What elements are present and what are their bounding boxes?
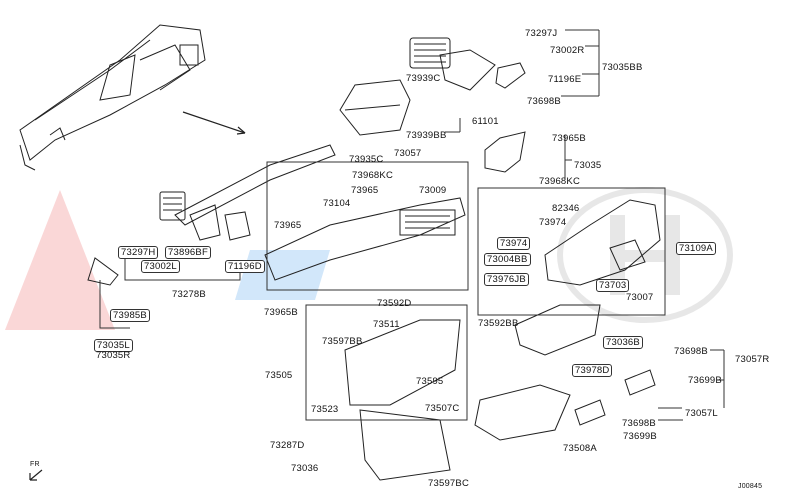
part-number-label[interactable]: 73002L [141, 260, 180, 273]
front-direction-arrow [29, 469, 43, 481]
part-number-label[interactable]: 73985B [110, 309, 150, 322]
right-lower-panel-drawing [514, 199, 661, 356]
part-number-label[interactable]: 73002R [550, 45, 585, 56]
part-number-label[interactable]: 73935C [349, 154, 384, 165]
part-number-label[interactable]: 73036 [291, 463, 319, 474]
part-number-label[interactable]: 73699B [623, 431, 657, 442]
part-number-label[interactable]: 73057L [685, 408, 718, 419]
part-number-label[interactable]: 73965 [274, 220, 302, 231]
document-code: J00845 [738, 483, 763, 490]
part-number-label[interactable]: 73595 [416, 376, 444, 387]
part-number-label[interactable]: 73974 [539, 217, 567, 228]
part-number-label[interactable]: 73007 [626, 292, 654, 303]
part-number-label[interactable]: 73057R [735, 354, 770, 365]
part-number-label[interactable]: 73965B [552, 133, 586, 144]
part-number-label[interactable]: 73698B [622, 418, 656, 429]
direction-label: FR [30, 461, 40, 468]
part-number-label[interactable]: 73939BB [406, 130, 447, 141]
part-number-label[interactable]: 73508A [563, 443, 597, 454]
part-number-label[interactable]: 73004BB [484, 253, 531, 266]
center-vent-drawing [409, 37, 526, 91]
part-number-label[interactable]: 73035 [574, 160, 602, 171]
part-number-label[interactable]: 82346 [552, 203, 580, 214]
part-number-label[interactable]: 73968KC [539, 176, 581, 187]
part-number-label[interactable]: 73965 [351, 185, 379, 196]
part-number-label[interactable]: 73896BF [165, 246, 211, 259]
part-number-label[interactable]: 73035BB [602, 62, 643, 73]
part-number-label[interactable]: 73939C [406, 73, 441, 84]
part-number-label[interactable]: 73505 [265, 370, 293, 381]
part-number-label[interactable]: 73036B [603, 336, 643, 349]
side-bracket-drawing [574, 369, 656, 426]
part-number-label[interactable]: 73109A [676, 242, 716, 255]
part-number-label[interactable]: 73978D [572, 364, 613, 377]
part-number-label[interactable]: 73009 [419, 185, 447, 196]
part-number-label[interactable]: 73968KC [352, 170, 394, 181]
left-vent-drawing [159, 191, 251, 241]
left-end-cap-drawing [87, 257, 119, 286]
part-number-label[interactable]: 71196E [548, 74, 582, 85]
part-number-label[interactable]: 73287D [270, 440, 305, 451]
part-number-label[interactable]: 73592BB [478, 318, 519, 329]
group-brackets [99, 29, 725, 421]
part-number-label[interactable]: 73698B [674, 346, 708, 357]
overview-arrow [182, 111, 246, 134]
part-number-label[interactable]: 73698B [527, 96, 561, 107]
part-number-label[interactable]: 73699B [688, 375, 722, 386]
part-number-label[interactable]: 73507C [425, 403, 460, 414]
part-number-label[interactable]: 61101 [472, 116, 499, 127]
part-number-label[interactable]: 73523 [311, 404, 339, 415]
part-number-label[interactable]: 73974 [497, 237, 531, 250]
part-number-label[interactable]: 73592D [377, 298, 412, 309]
right-vent-drawing [484, 131, 526, 173]
part-number-label[interactable]: 73511 [373, 319, 400, 330]
part-number-label[interactable]: 73057 [394, 148, 422, 159]
part-number-label[interactable]: 73035R [96, 350, 131, 361]
part-number-label[interactable]: 73703 [596, 279, 630, 292]
dashboard-overview-drawing [19, 24, 206, 171]
part-number-label[interactable]: 73976JB [484, 273, 529, 286]
main-panel-drawing [174, 144, 466, 281]
part-number-label[interactable]: 73965B [264, 307, 298, 318]
meter-hood-drawing [339, 79, 411, 136]
glove-box-drawing [344, 319, 571, 481]
part-number-label[interactable]: 73597BC [428, 478, 470, 489]
part-number-label[interactable]: 73597BB [322, 336, 363, 347]
part-number-label[interactable]: 73035L [94, 339, 133, 352]
part-number-label[interactable]: 73104 [323, 198, 351, 209]
part-number-label[interactable]: 73278B [172, 289, 206, 300]
part-number-label[interactable]: 73297J [525, 28, 558, 39]
part-number-label[interactable]: 71196D [225, 260, 265, 273]
part-number-label[interactable]: 73297H [118, 246, 159, 259]
